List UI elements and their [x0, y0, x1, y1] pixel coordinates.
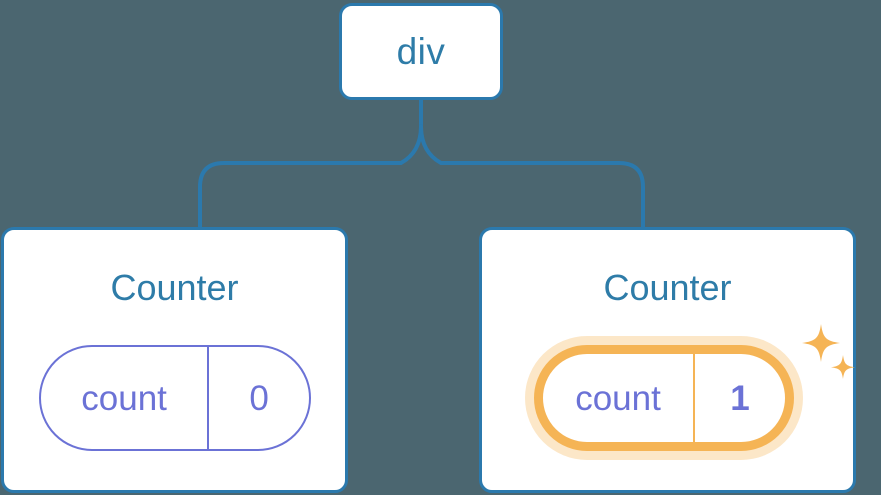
state-key: count	[543, 354, 696, 442]
state-pill-right[interactable]: count 1	[520, 332, 808, 464]
component-title: Counter	[110, 267, 239, 308]
node-root-label: div	[396, 31, 446, 72]
state-pill-highlighted[interactable]: count 1	[534, 345, 794, 451]
state-pill-left[interactable]: count 0	[39, 345, 311, 451]
node-root-div[interactable]: div	[339, 3, 503, 100]
state-value: 1	[730, 378, 750, 418]
state-value: 0	[249, 378, 269, 418]
state-key: count	[41, 347, 210, 449]
state-pill[interactable]: count 0	[39, 345, 311, 451]
component-title: Counter	[603, 267, 732, 308]
